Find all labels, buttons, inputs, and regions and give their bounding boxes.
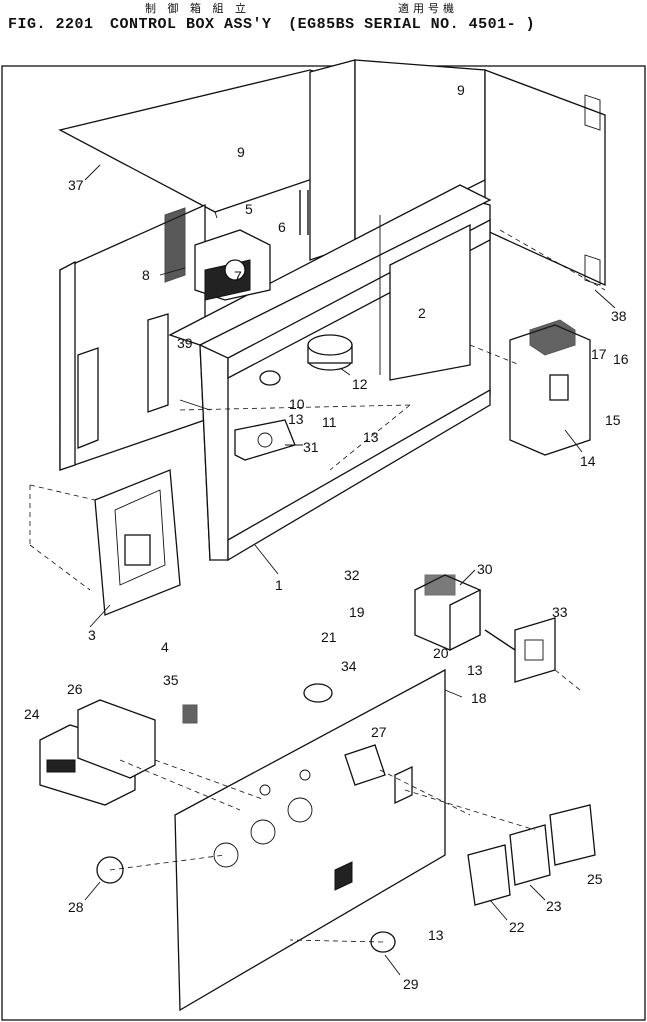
relay-block-part	[194, 229, 271, 301]
callout-4: 4	[161, 639, 169, 655]
left-side-panel	[59, 203, 206, 471]
callout-leaders	[84, 164, 616, 976]
callout-3: 3	[88, 627, 96, 643]
callout-22: 22	[509, 919, 525, 935]
callout-26: 26	[67, 681, 83, 697]
callout-6: 6	[278, 219, 286, 235]
callout-16: 16	[613, 351, 629, 367]
callout-28: 28	[68, 899, 84, 915]
figure-number: FIG. 2201	[8, 16, 94, 33]
right-side-panel	[484, 69, 606, 287]
callout-13-d: 13	[428, 927, 444, 943]
callout-13-a: 13	[288, 411, 304, 427]
callout-14: 14	[580, 453, 596, 469]
callout-23: 23	[546, 898, 562, 914]
callout-1: 1	[275, 577, 283, 593]
applicability-japanese: 適用号機	[398, 2, 458, 15]
callout-31: 31	[303, 439, 319, 455]
callout-8: 8	[142, 267, 150, 283]
cabinet-rear-panel	[299, 59, 486, 261]
diagram-frame	[1, 65, 646, 1021]
callout-21: 21	[321, 629, 337, 645]
callout-29: 29	[403, 976, 419, 992]
callout-9-right: 9	[457, 82, 465, 98]
callout-18: 18	[471, 690, 487, 706]
bracket-33-part	[484, 617, 556, 683]
callout-7: 7	[234, 268, 242, 284]
callout-2: 2	[418, 305, 426, 321]
callout-33: 33	[552, 604, 568, 620]
terminal-board-part	[94, 469, 181, 616]
callout-5: 5	[245, 201, 253, 217]
callout-12: 12	[352, 376, 368, 392]
callout-17: 17	[591, 346, 607, 362]
socket-part	[234, 419, 296, 461]
callout-30: 30	[477, 561, 493, 577]
callout-35: 35	[163, 672, 179, 688]
callout-25: 25	[587, 871, 603, 887]
switch-part	[182, 704, 198, 724]
fuse-holder-part	[344, 744, 386, 786]
callout-20: 20	[433, 645, 449, 661]
relay-30-part	[414, 574, 481, 652]
callout-37: 37	[68, 177, 84, 193]
callout-32: 32	[344, 567, 360, 583]
callout-9-top: 9	[237, 144, 245, 160]
assembly-name: CONTROL BOX ASS'Y	[110, 16, 272, 33]
breaker-part	[509, 319, 591, 456]
serial-applicability: (EG85BS SERIAL NO. 4501- )	[288, 16, 536, 33]
transformer-part	[307, 334, 353, 371]
callout-13-c: 13	[467, 662, 483, 678]
callout-34: 34	[341, 658, 357, 674]
callout-10: 10	[289, 396, 305, 412]
meters-part	[467, 804, 596, 906]
callout-11: 11	[322, 414, 337, 430]
title-japanese: 制 御 箱 組 立	[145, 2, 250, 15]
callout-24: 24	[24, 706, 40, 722]
part-callouts: 1 2 3 4 5 6 7 8 9 9 10 11 12 13 13 13 13…	[24, 82, 629, 992]
figure-title: FIG. 2201 CONTROL BOX ASS'Y (EG85BS SERI…	[8, 16, 542, 33]
callout-27: 27	[371, 724, 387, 740]
front-panel-part	[174, 668, 446, 1012]
diode-part	[259, 370, 281, 386]
exploded-leader-lines	[29, 229, 606, 943]
callout-19: 19	[349, 604, 365, 620]
hour-meter-part	[39, 699, 156, 806]
lamp-part	[303, 683, 333, 703]
callout-39: 39	[177, 335, 193, 351]
callout-38: 38	[611, 308, 627, 324]
callout-13-b: 13	[363, 429, 379, 445]
main-frame-part	[168, 184, 492, 562]
callout-15: 15	[605, 412, 621, 428]
